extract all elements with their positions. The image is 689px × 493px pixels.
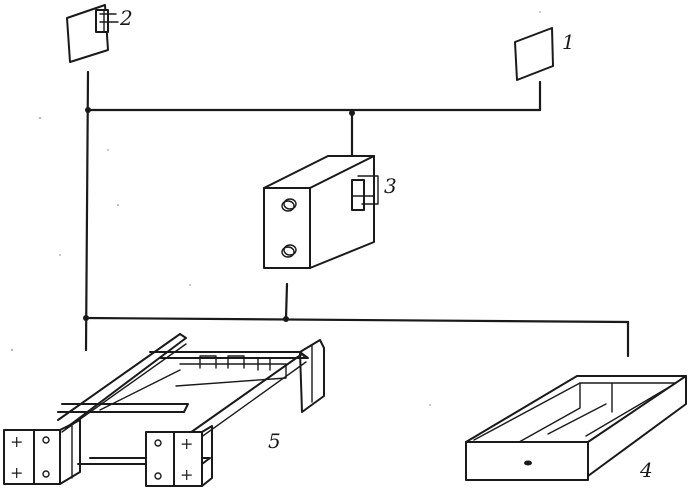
terminal-hole [154, 439, 162, 447]
terminal-plus: + [10, 463, 23, 482]
component-5-frame: + + + + [3, 333, 325, 487]
junction-node [83, 315, 89, 321]
terminal-icon [281, 244, 297, 258]
component-3-box [263, 155, 379, 269]
scan-specks [10, 11, 541, 406]
terminal-hole [42, 436, 50, 444]
terminal-icon [281, 198, 297, 212]
wire-bottom-from-component-3 [284, 282, 289, 320]
clip-icon [95, 9, 119, 33]
label-component-4: 4 [639, 458, 653, 482]
junction-node [85, 107, 91, 113]
vertical-bus-wire [84, 70, 90, 352]
slot-mark [524, 460, 532, 466]
end-plate-right [145, 425, 213, 487]
junction-node [349, 110, 355, 116]
end-plate-left [3, 419, 81, 485]
component-4-tray [465, 375, 687, 481]
terminal-hole [154, 472, 162, 480]
label-component-2: 2 [119, 6, 133, 30]
terminal-plus: + [180, 465, 193, 484]
clip-icon [351, 175, 379, 211]
terminal-plus: + [10, 432, 23, 451]
terminal-plus: + [180, 434, 193, 453]
label-component-5: 5 [268, 429, 281, 453]
component-1-plate [514, 27, 554, 81]
label-component-3: 3 [384, 174, 397, 198]
terminal-hole [42, 470, 50, 478]
label-component-1: 1 [562, 30, 575, 54]
bracket-icon [199, 355, 245, 369]
wiring [83, 70, 630, 358]
junction-node [283, 316, 289, 322]
component-2-plate [66, 4, 119, 63]
lower-bus-wire [84, 316, 630, 324]
